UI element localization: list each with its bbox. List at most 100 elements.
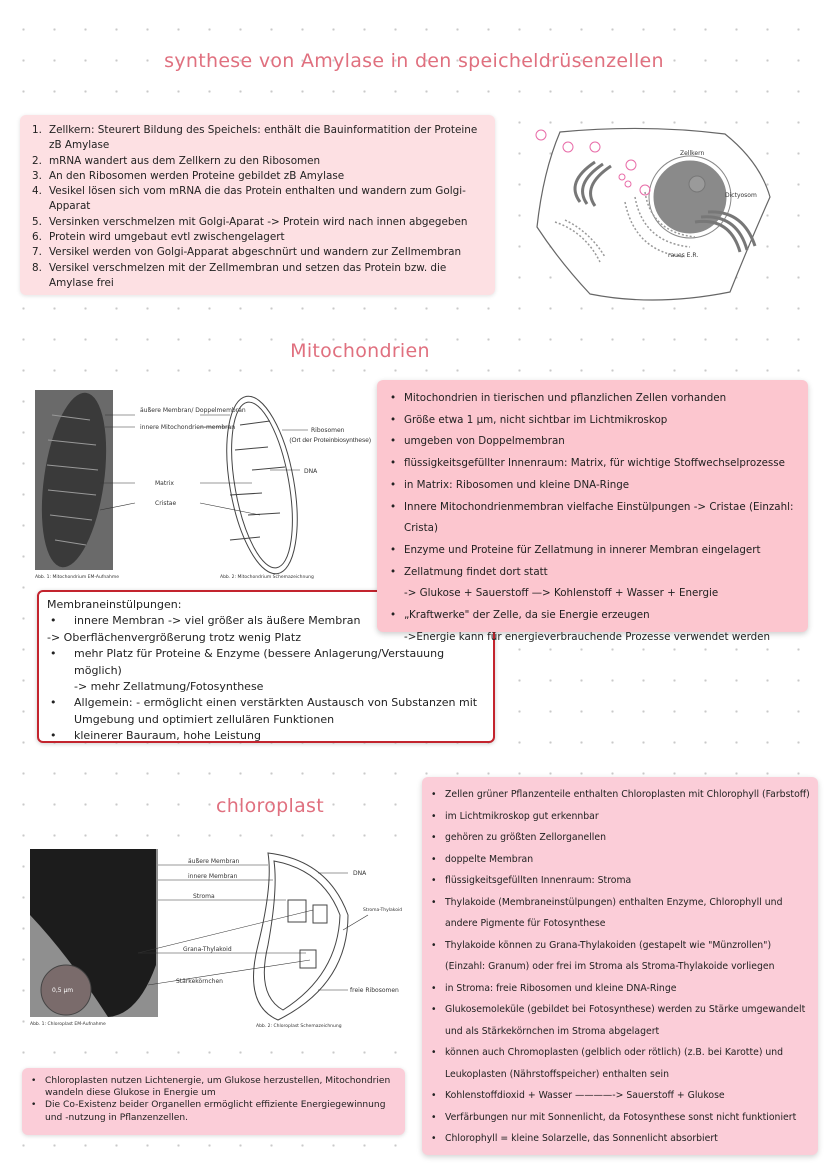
- bullet: •: [431, 939, 437, 951]
- item-text: im Lichtmikroskop gut erkennbar: [445, 810, 599, 822]
- bullet: •: [390, 500, 397, 513]
- bullet: •: [431, 1090, 437, 1101]
- summary-box: • Chloroplasten nutzen Lichtenergie, um G…: [22, 1068, 405, 1135]
- item-text: Thylakoide können zu Grana-Thylakoiden (…: [445, 939, 775, 973]
- item-text: An den Ribosomen werden Proteine gebilde…: [49, 169, 345, 182]
- list-item: •Allgemein: - ermöglicht einen verstärkt…: [47, 695, 485, 728]
- item-text: Vesikel lösen sich vom mRNA die das Prot…: [49, 185, 466, 213]
- list-item: •Thylakoide (Membraneinstülpungen) entha…: [428, 892, 812, 935]
- list-item: •Zellen grüner Pflanzenteile enthalten C…: [428, 784, 812, 806]
- list-item: •Enzyme und Proteine für Zellatmung in i…: [387, 540, 798, 562]
- step-number: 6.: [32, 231, 42, 244]
- list-item: 5.Versinken verschmelzen mit Golgi-Apara…: [32, 215, 483, 230]
- item-text: mRNA wandert aus dem Zellkern zu den Rib…: [49, 154, 321, 167]
- item-text: kleinerer Bauraum, hohe Leistung: [74, 729, 261, 743]
- list-item: •doppelte Membran: [428, 849, 812, 871]
- chloroplast-facts-box: •Zellen grüner Pflanzenteile enthalten C…: [422, 777, 818, 1155]
- bullet: [47, 679, 74, 695]
- list-item: • in Stroma: freie Ribosomen und kleine D…: [428, 978, 812, 1000]
- label-grana-thylakoid: Grana-Thylakoid: [183, 946, 232, 953]
- step-number: 8.: [32, 261, 42, 274]
- label-free-ribosomes: freie Ribosomen: [350, 987, 399, 994]
- label-er: raues E.R.: [668, 252, 698, 259]
- item-text: gehören zu größten Zellorganellen: [445, 832, 606, 843]
- list-item: • im Lichtmikroskop gut erkennbar: [428, 806, 812, 828]
- list-item: •Mitochondrien in tierischen und pflanzl…: [387, 388, 798, 410]
- item-text: -> mehr Zellatmung/Fotosynthese: [74, 680, 264, 694]
- item-text: Glukosemoleküle (gebildet bei Fotosynthe…: [445, 1004, 806, 1037]
- bullet: •: [431, 1047, 437, 1058]
- bullet: •: [431, 1111, 437, 1123]
- bullet: •: [50, 729, 57, 743]
- item-text: mehr Platz für Proteine & Enzyme (besser…: [74, 647, 445, 677]
- step-number: 2.: [32, 154, 42, 167]
- mitochondrion-figure: äußere Membran/ Doppelmembran innere Mit…: [30, 385, 372, 590]
- item-text: Versikel verschmelzen mit der Zellmembra…: [49, 261, 447, 289]
- item-text: innere Membran -> viel größer als äußere…: [74, 614, 361, 628]
- bullet: •: [390, 392, 397, 404]
- label-ribosomes-sub: (Ort der Proteinbiosynthese): [289, 437, 371, 444]
- bullet: •: [390, 435, 397, 448]
- label-outer-membrane: äußere Membran: [188, 858, 240, 865]
- list-item: •„Kraftwerke" der Zelle, da sie Energie …: [387, 605, 798, 627]
- label-nucleus: Zellkern: [680, 150, 704, 157]
- list-item: -> mehr Zellatmung/Fotosynthese: [47, 679, 485, 695]
- item-text: Die Co-Existenz beider Organellen ermögl…: [45, 1100, 386, 1123]
- step-number: 1.: [32, 124, 42, 136]
- item-text: ->Energie kann für energieverbrauchende …: [404, 630, 771, 643]
- list-item: •in Matrix: Ribosomen und kleine DNA-Rin…: [387, 475, 798, 497]
- item-text: Versikel werden von Golgi-Apparat abgesc…: [49, 246, 462, 259]
- list-item: -> Glukose + Sauerstoff —> Kohlenstoff +…: [387, 583, 798, 605]
- label-dna: DNA: [304, 468, 318, 475]
- bullet: •: [31, 1076, 37, 1086]
- list-item: 2. mRNA wandert aus dem Zellkern zu den R…: [32, 154, 483, 169]
- list-item: • flüssigkeitsgefüllter Innenraum: Matrix…: [387, 453, 798, 475]
- list-item: ->Energie kann für energieverbrauchende …: [387, 627, 798, 649]
- label-starch: Stärkekörnchen: [176, 978, 223, 985]
- caption-em: Abb. 1: Mitochondrium EM-Aufnahme: [35, 574, 119, 580]
- label-stroma-thylakoid: Stroma-Thylakoid: [363, 907, 402, 913]
- list-item: 4.Vesikel lösen sich vom mRNA die das Pr…: [32, 184, 483, 215]
- step-number: 3.: [32, 169, 42, 182]
- bullet: •: [390, 565, 397, 578]
- list-item: •Kohlenstoffdioxid + Wasser ————-> Sauer…: [428, 1085, 812, 1107]
- bullet: •: [50, 614, 57, 628]
- bullet: •: [431, 789, 437, 800]
- list-item: • innere Membran -> viel größer als äußer…: [47, 613, 485, 629]
- label-cristae: Cristae: [155, 500, 176, 507]
- bullet: [387, 627, 404, 649]
- list-item: 6.Protein wird umgebaut evtl zwischengel…: [32, 230, 483, 245]
- step-number: 7.: [32, 246, 42, 259]
- item-text: Thylakoide (Membraneinstülpungen) enthal…: [445, 896, 783, 930]
- bullet: •: [431, 810, 437, 822]
- bullet: •: [431, 982, 437, 994]
- list-item: 8. Versikel verschmelzen mit der Zellmemb…: [32, 261, 483, 292]
- bullet: •: [50, 696, 57, 710]
- label-matrix: Matrix: [155, 480, 174, 487]
- item-text: -> Glukose + Sauerstoff —> Kohlenstoff +…: [404, 587, 719, 600]
- bullet: •: [431, 853, 437, 865]
- label-dna: DNA: [353, 870, 367, 877]
- bullet: •: [31, 1100, 37, 1111]
- item-text: flüssigkeitsgefüllten Innenraum: Stroma: [445, 875, 632, 886]
- label-inner-membrane: innere Membran: [188, 873, 238, 880]
- bullet: •: [390, 457, 397, 470]
- bullet: •: [390, 413, 397, 426]
- membrane-infolding-box: Membraneinstülpungen: •innere Membran ->…: [37, 590, 495, 743]
- list-item: -> Oberflächenvergrößerung trotz wenig P…: [47, 630, 485, 646]
- label-ribosomes: Ribosomen: [311, 427, 345, 434]
- item-text: flüssigkeitsgefüllter Innenraum: Matrix,…: [404, 457, 785, 470]
- bullet: [387, 583, 404, 605]
- list-item: • mehr Platz für Proteine & Enzyme (besse…: [47, 646, 485, 679]
- caption-schema: Abb. 2: Mitochondrium Schemazeichnung: [220, 574, 314, 580]
- list-item: • Glukosemoleküle (gebildet bei Fotosynth…: [428, 999, 812, 1042]
- item-text: Zellkern: Steurert Bildung des Speichels…: [49, 124, 478, 152]
- list-item: •flüssigkeitsgefüllten Innenraum: Stroma: [428, 870, 812, 892]
- bullet: •: [431, 1004, 437, 1015]
- item-text: Chloroplasten nutzen Lichtenergie, um Gl…: [45, 1076, 391, 1099]
- bullet: •: [50, 647, 57, 661]
- item-text: in Stroma: freie Ribosomen und kleine DN…: [445, 982, 677, 994]
- list-item: •Chlorophyll = kleine Solarzelle, das So…: [428, 1128, 812, 1150]
- bullet: •: [431, 832, 437, 843]
- list-item: 7. Versikel werden von Golgi-Apparat abge…: [32, 245, 483, 260]
